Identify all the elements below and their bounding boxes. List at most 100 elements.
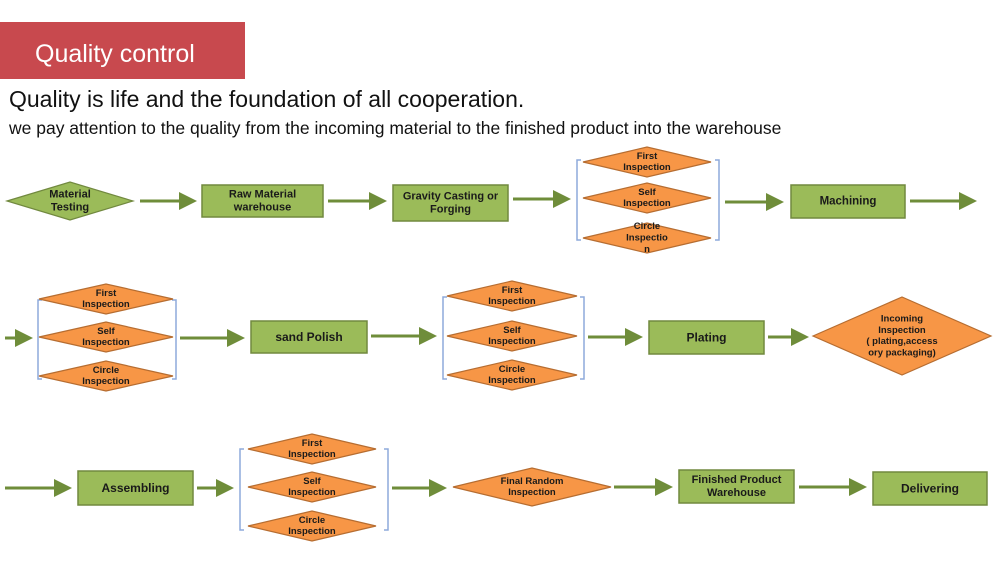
row3-first-inspection-label: First [302,438,323,449]
row3-first-inspection-shape [247,433,377,465]
row2-a-circle-inspection-label: Inspection [82,376,130,387]
node-finished-product-warehouse-label: Finished Product [692,474,782,486]
node-incoming-inspection-shape [811,296,993,376]
row3-circle-inspection-shape [247,510,377,542]
node-final-random-inspection-label: Inspection [508,487,556,498]
node-delivering: Delivering [872,471,988,506]
row1-first-inspection-label: First [637,151,658,162]
section-banner [0,22,245,79]
node-delivering-label: Delivering [901,482,959,496]
row2-a-circle-inspection-label: Circle [93,365,119,376]
inspection-brackets [37,159,720,531]
row3-circle-inspection-label: Circle [299,515,325,526]
node-assembling-label: Assembling [101,481,169,495]
bracket-row2-a [37,299,177,380]
node-incoming-inspection-label: Inspection [878,325,926,336]
row3-self-inspection-label: Self [303,476,321,487]
node-final-random-inspection-label: Final Random [501,476,564,487]
row2-a-self-inspection-shape [38,321,174,353]
row1-first-inspection-label: Inspection [623,162,671,173]
row2-b-self-inspection-shape [446,320,578,352]
row3-circle-inspection-label: Inspection [288,526,336,537]
node-sand-polish-label: sand Polish [275,330,342,344]
row1-circle-inspection-label: n [644,244,650,255]
node-machining-box [790,184,906,219]
node-gravity-casting: Gravity Casting or Forging [392,184,509,222]
node-sand-polish-box [250,320,368,354]
flow-arrows [5,190,977,497]
section-title: Quality control [35,40,195,68]
node-material-testing-label: Material [49,188,91,200]
node-raw-material-warehouse: Raw Material warehouse [201,184,324,218]
node-final-random-inspection-shape [452,467,612,507]
bracket-row2-b [442,296,585,380]
headline: Quality is life and the foundation of al… [9,86,525,112]
node-plating: Plating [648,320,765,355]
row2-b-circle-inspection-label: Circle [499,364,525,375]
row1-circle-inspection-label: Circle [634,221,660,232]
node-incoming-inspection-label: Incoming [881,313,923,324]
node-incoming-inspection-label: ( plating,access [866,336,937,347]
row2-b-first-inspection-shape [446,280,578,312]
row2-a-circle-inspection-shape [38,360,174,392]
bracket-row3 [239,448,389,531]
node-material-testing-shape [4,181,136,221]
row2-b-self-inspection-label: Inspection [488,336,536,347]
row2-a-self-inspection-label: Inspection [82,337,130,348]
node-machining: Machining [790,184,906,219]
row2-b-circle-inspection-shape [446,359,578,391]
node-incoming-inspection-label: ory packaging) [868,348,936,359]
node-material-testing-label: Testing [51,202,89,214]
node-assembling-box [77,470,194,506]
node-gravity-casting-box [392,184,509,222]
node-plating-label: Plating [686,331,726,345]
row1-self-inspection-shape [582,182,712,214]
node-machining-label: Machining [820,196,877,208]
row2-b-first-inspection-label: Inspection [488,296,536,307]
row1-self-inspection-label: Inspection [623,198,671,209]
row2-b-self-inspection-label: Self [503,325,521,336]
row1-circle-inspection-label: Inspectio [626,233,668,244]
subheadline: we pay attention to the quality from the… [9,118,782,138]
node-raw-material-warehouse-label: Raw Material [229,188,296,200]
node-raw-material-warehouse-label: warehouse [233,202,291,214]
node-finished-product-warehouse-label: Warehouse [707,487,766,499]
row1-first-inspection-shape [582,146,712,178]
row2-b-circle-inspection-label: Inspection [488,375,536,386]
node-delivering-box [872,471,988,506]
row2-b-first-inspection-label: First [502,285,523,296]
row2-a-first-inspection-shape [38,283,174,315]
row2-a-first-inspection-label: First [96,288,117,299]
row3-first-inspection-label: Inspection [288,449,336,460]
bracket-row1 [576,159,720,241]
node-sand-polish: sand Polish [250,320,368,354]
row1-self-inspection-label: Self [638,187,656,198]
row3-self-inspection-shape [247,471,377,503]
row3-self-inspection-label: Inspection [288,487,336,498]
node-raw-material-warehouse-box [201,184,324,218]
row1-circle-inspection-shape [582,222,712,254]
node-gravity-casting-label: Forging [430,204,471,216]
node-plating-box [648,320,765,355]
node-assembling: Assembling [77,470,194,506]
row2-a-first-inspection-label: Inspection [82,299,130,310]
node-gravity-casting-label: Gravity Casting or [403,190,499,202]
node-finished-product-warehouse-box [678,469,795,504]
